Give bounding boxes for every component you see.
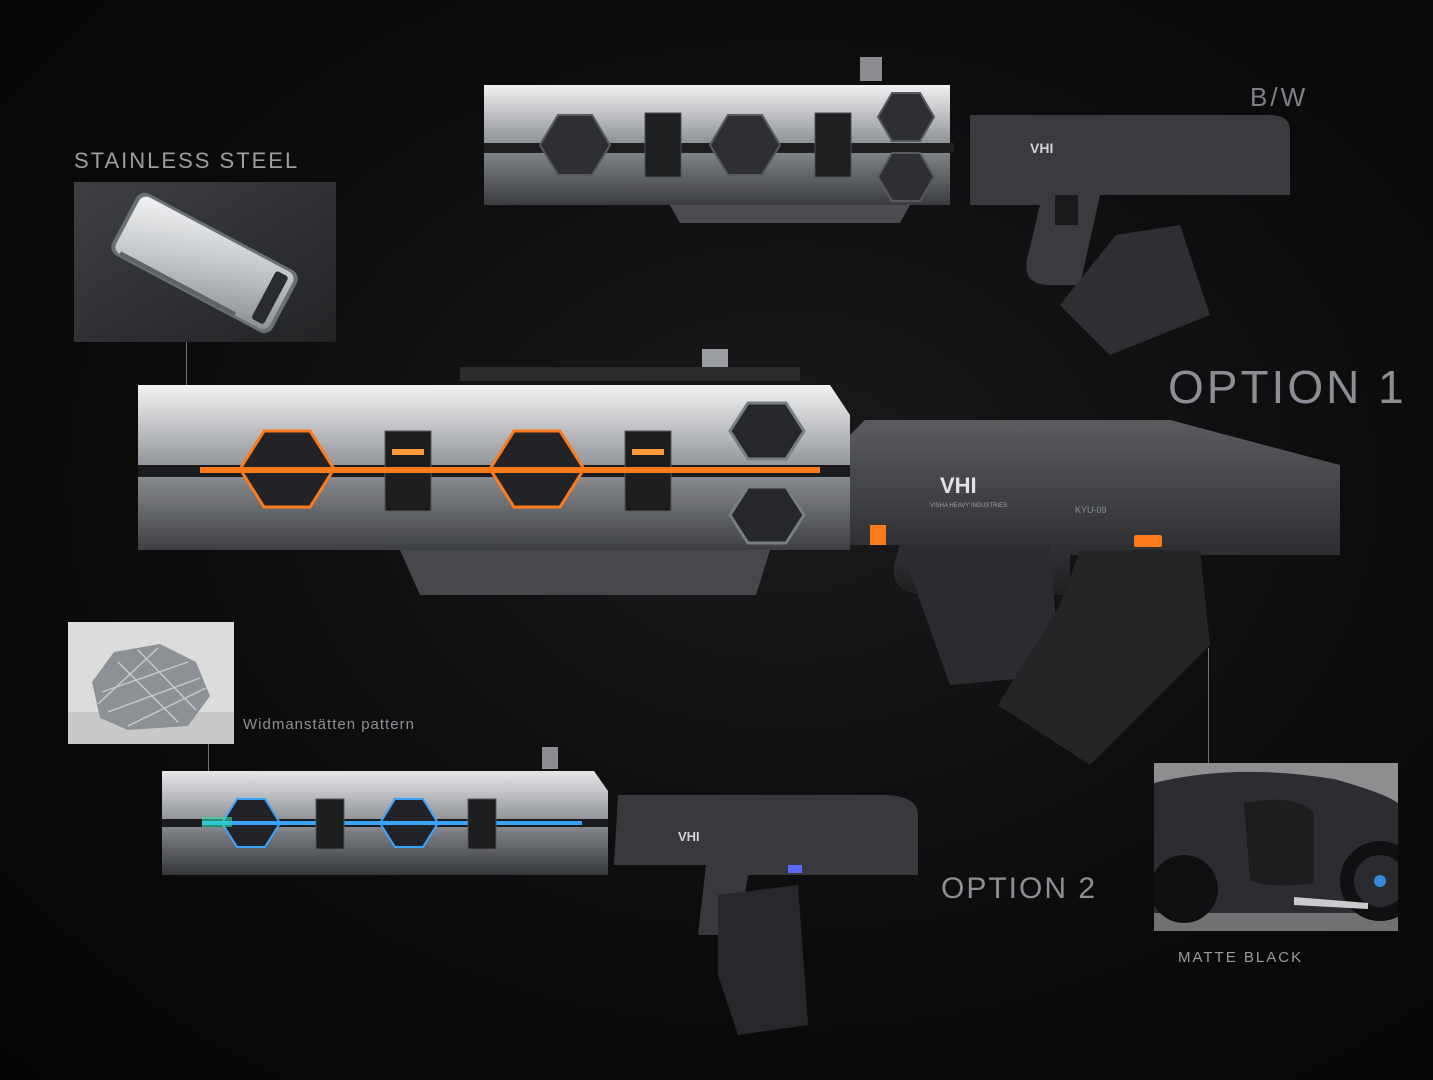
steel-leader-line [186, 342, 187, 388]
widman-leader-line [208, 744, 209, 774]
option1-logo-text: VHI [940, 473, 977, 498]
bw-label: B/W [1250, 82, 1309, 112]
option1-maker-text: VISHA HEAVY INDUSTRIES [930, 503, 1007, 509]
weapon-bw-render: VHI [480, 55, 1300, 370]
option-1-label: OPTION 1 [1168, 361, 1407, 413]
matte-leader-line [1208, 648, 1209, 763]
widmanstatten-reference-image [68, 622, 234, 744]
weapon-option-2-render: VHI [158, 745, 938, 1050]
option-2-label: OPTION 2 [941, 872, 1098, 905]
weapon-option-1-render: VHI VISHA HEAVY INDUSTRIES KYU-09 [130, 345, 1360, 810]
matte-black-label: MATTE BLACK [1178, 949, 1304, 966]
bw-logo-text: VHI [1030, 140, 1053, 156]
option2-logo-text: VHI [678, 829, 700, 844]
matte-black-reference-image [1154, 763, 1398, 931]
option1-model-text: KYU-09 [1075, 505, 1107, 515]
widmanstatten-label: Widmanstätten pattern [243, 716, 415, 733]
stainless-steel-reference-image [74, 182, 336, 342]
stainless-steel-label: STAINLESS STEEL [74, 148, 300, 173]
